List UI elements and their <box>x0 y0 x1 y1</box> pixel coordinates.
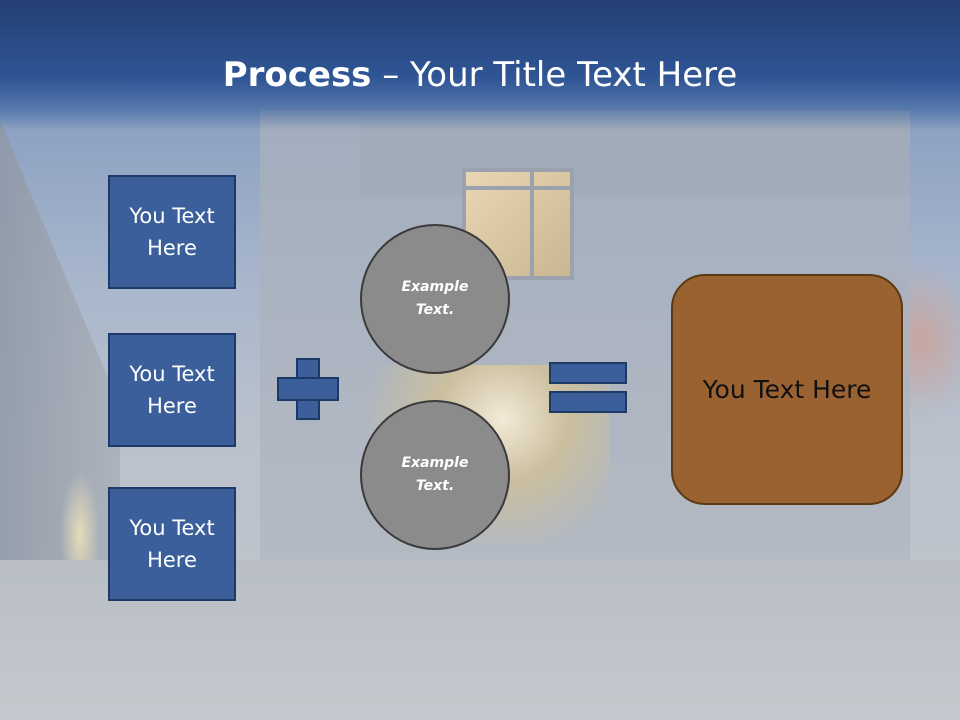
title-rest: – Your Title Text Here <box>371 55 738 95</box>
text-box-2: You Text Here <box>108 333 236 447</box>
plus-center <box>298 379 318 399</box>
equals-bottom-bar <box>549 391 627 413</box>
circle-label: Example Text. <box>401 455 469 494</box>
result-box: You Text Here <box>671 274 903 505</box>
example-circle-2: Example Text. <box>360 400 510 550</box>
result-label: You Text Here <box>702 374 872 404</box>
window-transom <box>466 186 570 190</box>
window-mullion <box>530 172 534 276</box>
text-box-label: You Text Here <box>129 362 215 418</box>
circle-label: Example Text. <box>401 279 469 318</box>
title-bold: Process <box>222 55 372 95</box>
slide-title: Process – Your Title Text Here <box>0 54 960 96</box>
example-circle-1: Example Text. <box>360 224 510 374</box>
text-box-label: You Text Here <box>129 516 215 572</box>
text-box-1: You Text Here <box>108 175 236 289</box>
text-box-label: You Text Here <box>129 204 215 260</box>
title-band <box>0 0 960 130</box>
text-box-3: You Text Here <box>108 487 236 601</box>
equals-top-bar <box>549 362 627 384</box>
